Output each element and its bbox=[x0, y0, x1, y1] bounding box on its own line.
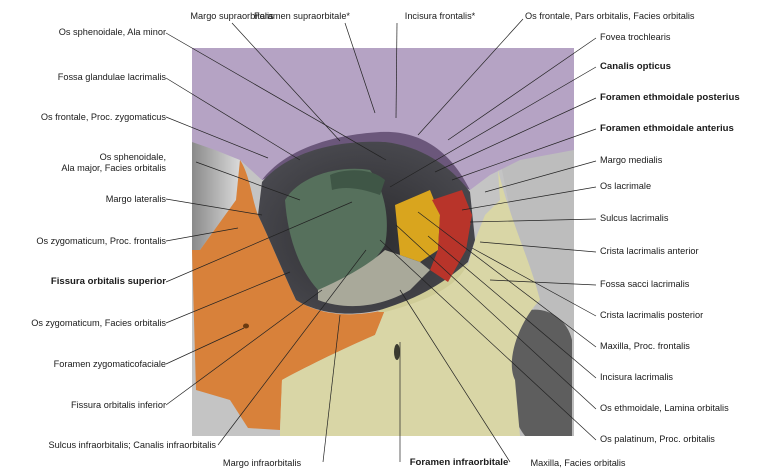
label-os-lacrimale: Os lacrimale bbox=[600, 181, 651, 192]
label-os-sphenoidale-line1: Os sphenoidale, bbox=[100, 152, 166, 163]
label-foramen-ethmoidale-anterius: Foramen ethmoidale anterius bbox=[600, 123, 734, 134]
label-foramen-infraorbitale: Foramen infraorbitale bbox=[410, 457, 509, 468]
label-canalis-opticus: Canalis opticus bbox=[600, 61, 671, 72]
label-fissura-orbitalis-inferior: Fissura orbitalis inferior bbox=[71, 400, 166, 411]
label-foramen-ethmoidale-posterius: Foramen ethmoidale posterius bbox=[600, 92, 740, 103]
label-fovea-trochlearis: Fovea trochlearis bbox=[600, 32, 670, 43]
label-os-zygomaticum-facies-orbitalis: Os zygomaticum, Facies orbitalis bbox=[31, 318, 166, 329]
label-foramen-supraorbitale: Foramen supraorbitale* bbox=[254, 11, 350, 22]
label-os-frontale-pars-orbitalis: Os frontale, Pars orbitalis, Facies orbi… bbox=[525, 11, 695, 22]
label-os-sphenoidale-ala-minor: Os sphenoidale, Ala minor bbox=[59, 27, 166, 38]
label-incisura-frontalis: Incisura frontalis* bbox=[405, 11, 475, 22]
label-os-sphenoidale-line2: Ala major, Facies orbitalis bbox=[61, 163, 166, 174]
label-os-ethmoidale-lamina-orbitalis: Os ethmoidale, Lamina orbitalis bbox=[600, 403, 729, 414]
label-maxilla-facies-orbitalis: Maxilla, Facies orbitalis bbox=[531, 458, 626, 469]
label-sulcus-infraorbitalis: Sulcus infraorbitalis; Canalis infraorbi… bbox=[49, 440, 217, 451]
label-fossa-glandulae-lacrimalis: Fossa glandulae lacrimalis bbox=[58, 72, 166, 83]
label-fissura-orbitalis-superior: Fissura orbitalis superior bbox=[51, 276, 166, 287]
foramen-zygomaticofaciale-mark bbox=[243, 324, 249, 329]
label-margo-medialis: Margo medialis bbox=[600, 155, 662, 166]
foramen-infraorbitale-mark bbox=[394, 344, 400, 360]
label-incisura-lacrimalis: Incisura lacrimalis bbox=[600, 372, 673, 383]
label-crista-lacrimalis-anterior: Crista lacrimalis anterior bbox=[600, 246, 699, 257]
label-os-palatinum-proc-orbitalis: Os palatinum, Proc. orbitalis bbox=[600, 434, 715, 445]
label-os-zygomaticum-proc-frontalis: Os zygomaticum, Proc. frontalis bbox=[36, 236, 166, 247]
label-crista-lacrimalis-posterior: Crista lacrimalis posterior bbox=[600, 310, 703, 321]
label-margo-lateralis: Margo lateralis bbox=[106, 194, 166, 205]
label-sulcus-lacrimalis: Sulcus lacrimalis bbox=[600, 213, 668, 224]
label-maxilla-proc-frontalis: Maxilla, Proc. frontalis bbox=[600, 341, 690, 352]
label-fossa-sacci-lacrimalis: Fossa sacci lacrimalis bbox=[600, 279, 689, 290]
label-margo-infraorbitalis: Margo infraorbitalis bbox=[223, 458, 301, 469]
label-foramen-zygomaticofaciale: Foramen zygomaticofaciale bbox=[54, 359, 166, 370]
label-os-frontale-proc-zygomaticus: Os frontale, Proc. zygomaticus bbox=[41, 112, 166, 123]
